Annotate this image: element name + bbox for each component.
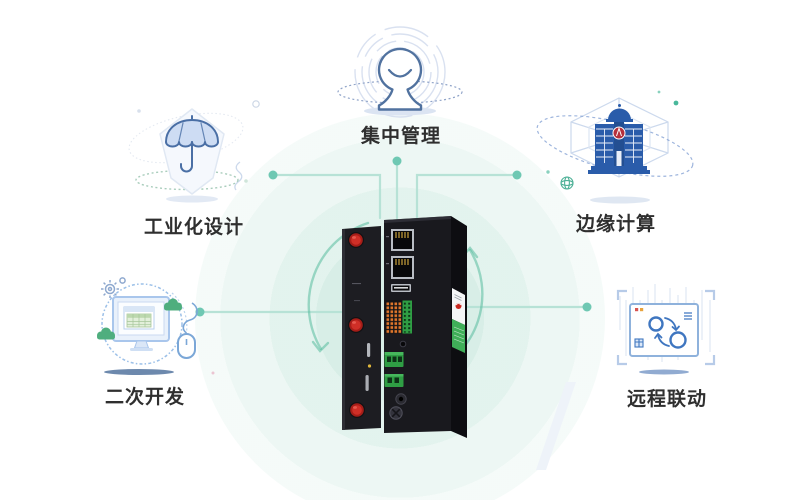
gateway-device — [342, 216, 467, 438]
product-label — [452, 288, 465, 353]
dot-remote-linkage — [582, 302, 592, 312]
gear-icon — [101, 277, 126, 298]
sync-window-icon — [536, 284, 716, 470]
icon-shadow — [590, 196, 650, 204]
monitor-glyph — [112, 296, 170, 351]
wireframe-ball — [560, 176, 574, 190]
dot-centralized-management — [392, 156, 402, 166]
sparkle-dot — [657, 90, 661, 94]
mouse-icon — [177, 302, 198, 359]
feature-label-centralized-management: 集中管理 — [360, 126, 442, 147]
sma-antenna-connector — [348, 232, 364, 248]
line-edge-computing — [415, 173, 519, 220]
umbrella-shield-icon — [128, 100, 260, 203]
dotted-circle — [101, 283, 183, 365]
icon-shadow — [639, 369, 689, 375]
icon-shadow — [104, 369, 174, 375]
power-jack — [395, 393, 407, 405]
sma-antenna-connector — [348, 317, 364, 333]
person-fingerprint-icon — [337, 26, 463, 118]
cloud-icon — [97, 327, 115, 340]
titlebar-dot-orange — [640, 308, 644, 312]
sparkle-dot — [137, 109, 141, 113]
cloud-icon — [164, 298, 182, 311]
pink-dot-decoration — [211, 371, 215, 375]
sim-card-slot — [367, 343, 371, 357]
status-led — [367, 364, 372, 368]
usb-port — [391, 284, 411, 292]
umbrella-glyph — [165, 115, 219, 173]
device-front-panel — [384, 216, 467, 438]
cycle-arrowhead-left — [311, 340, 330, 353]
monitor-mouse-icon — [97, 277, 198, 375]
icon-shadow — [166, 195, 218, 203]
feature-label-industrial-design: 工业化设计 — [143, 217, 245, 238]
line-industrial-design — [271, 173, 382, 220]
sim-card-slot — [365, 375, 369, 391]
console-port — [399, 340, 407, 348]
menu-lines-icon — [684, 312, 692, 320]
coil-decoration — [234, 161, 243, 191]
device-side-panel — [342, 226, 381, 430]
decorative-streak — [536, 382, 576, 470]
smile-curve — [387, 68, 413, 78]
building-hexagon-icon — [536, 90, 694, 204]
corner-brackets — [616, 289, 716, 366]
monitor-stand — [133, 340, 150, 349]
person-silhouette — [377, 47, 423, 111]
orbit-dotted-ellipse — [135, 169, 239, 191]
titlebar-dot-red — [635, 308, 639, 312]
app-window — [629, 303, 699, 357]
feature-label-remote-linkage: 远程联动 — [626, 389, 708, 410]
sma-antenna-connector — [349, 402, 365, 418]
sparkle-dot — [673, 100, 679, 106]
connector-lines — [198, 159, 589, 314]
box-icon — [634, 338, 644, 348]
bank-building-glyph — [588, 104, 650, 174]
power-terminal-connector — [384, 352, 404, 367]
feature-label-edge-computing: 边缘计算 — [575, 214, 657, 235]
orbit-dashed-ellipse — [536, 115, 694, 177]
sparkle-dot — [252, 100, 260, 108]
sync-arrows-glyph — [648, 316, 687, 349]
feature-label-secondary-development: 二次开发 — [104, 387, 186, 408]
sparkle-dot — [244, 179, 248, 183]
power-terminal-connector — [384, 374, 404, 387]
ethernet-port — [391, 229, 414, 251]
io-terminal-block — [384, 300, 412, 334]
dot-industrial-design — [268, 170, 278, 180]
sparkle-dot — [546, 170, 550, 174]
dot-edge-computing — [512, 170, 522, 180]
ground-screw — [389, 406, 403, 420]
ethernet-port — [391, 256, 414, 279]
